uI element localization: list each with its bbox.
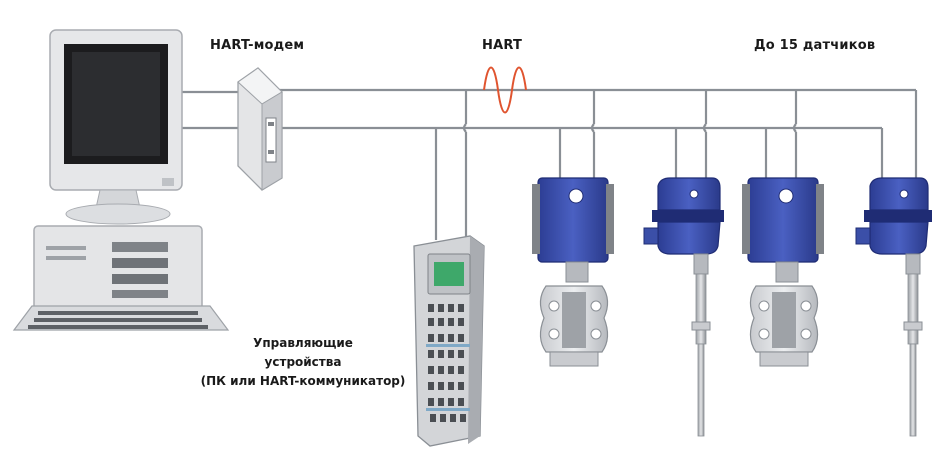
hart-signal-label: HART (482, 38, 523, 53)
hart-bus (182, 88, 918, 240)
caption-line-1: Управляющие (253, 336, 353, 350)
caption-line-3: (ПК или HART-коммуникатор) (200, 374, 406, 388)
hart-modem-icon (237, 67, 283, 191)
temperature-transmitter-icon (855, 177, 932, 437)
temperature-transmitter-icon (643, 177, 724, 437)
hart-communicator-icon (413, 235, 485, 447)
pressure-transmitter-icon (742, 177, 824, 367)
computer-icon (12, 29, 230, 331)
control-devices-caption: Управляющие устройства (ПК или HART-комм… (198, 334, 408, 391)
pressure-transmitter-icon (532, 177, 614, 367)
signal-wave-icon (483, 66, 527, 114)
hart-modem-label: HART-модем (210, 38, 305, 53)
sensors-count-label: До 15 датчиков (754, 38, 876, 53)
caption-line-2: устройства (264, 355, 342, 369)
